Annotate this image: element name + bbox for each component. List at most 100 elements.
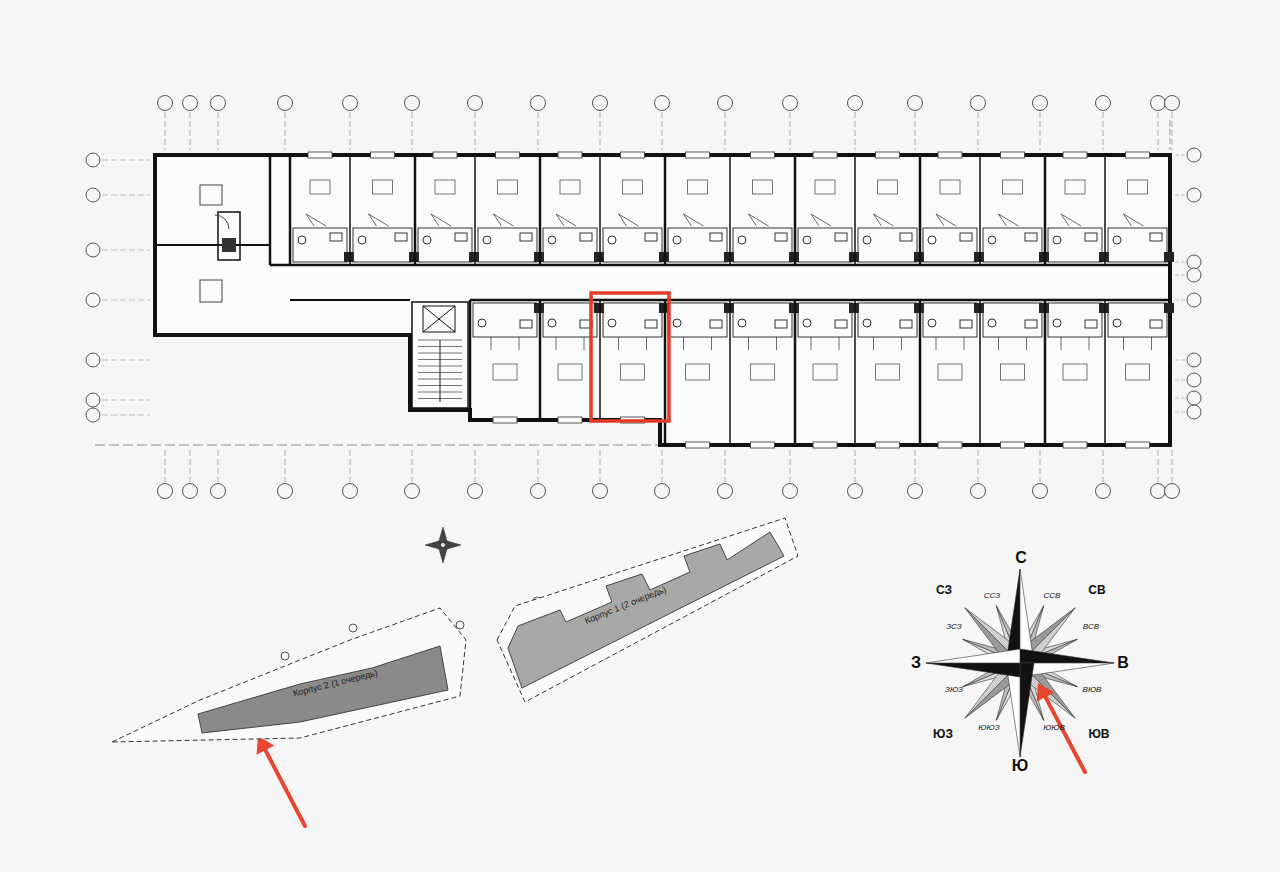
sink <box>710 320 722 328</box>
axis-bubble <box>1187 268 1201 282</box>
door-swing <box>999 214 1019 226</box>
axis-line <box>475 112 476 150</box>
axis-line <box>165 112 166 150</box>
partition <box>469 300 471 420</box>
partition <box>664 300 667 445</box>
axis-line <box>725 112 726 150</box>
axis-line <box>1175 412 1185 413</box>
bathroom <box>1108 228 1167 262</box>
axis-line <box>1158 450 1159 482</box>
sink <box>1085 233 1097 241</box>
axis-bubble <box>1096 96 1111 111</box>
compass-direction: В <box>1117 655 1129 671</box>
wc <box>988 236 996 244</box>
partition <box>539 155 542 265</box>
partition <box>469 300 472 420</box>
corridor-wall <box>470 299 1170 302</box>
axis-bubble <box>278 484 293 499</box>
axis-line <box>102 360 150 361</box>
axis-bubble <box>183 484 198 499</box>
bed <box>938 364 962 380</box>
bathroom <box>1048 228 1102 262</box>
wc <box>928 236 936 244</box>
partition <box>269 155 272 265</box>
axis-bubble <box>86 153 100 167</box>
partition <box>664 155 667 265</box>
door-swing <box>811 337 839 350</box>
lot-boundary <box>112 608 466 742</box>
axis-bubble <box>1187 353 1201 367</box>
axis-line <box>978 450 979 482</box>
wc <box>1113 236 1121 244</box>
axis-line <box>350 450 351 482</box>
compass-direction: СЗ <box>936 584 952 596</box>
outer-wall <box>155 155 1170 445</box>
sink <box>775 233 787 241</box>
wc <box>1053 236 1061 244</box>
lift-car <box>222 238 236 252</box>
bathroom <box>1108 303 1167 337</box>
axis-bubble <box>1033 484 1048 499</box>
window <box>496 152 520 158</box>
corridor-wall <box>270 264 1170 267</box>
door-swing <box>1124 214 1144 226</box>
pointer-arrow <box>1045 697 1085 772</box>
axis-bubble <box>86 188 100 202</box>
wc <box>1053 319 1061 327</box>
sink <box>330 233 342 241</box>
wc <box>1113 319 1121 327</box>
axis-bubble <box>1165 484 1180 499</box>
partition <box>539 300 542 420</box>
bed <box>688 180 708 194</box>
axis-bubble <box>158 484 173 499</box>
axis-bubble <box>718 96 733 111</box>
sink <box>1150 233 1162 241</box>
axis-line <box>662 112 663 150</box>
bathroom <box>798 303 852 337</box>
axis-bubble <box>1187 148 1201 162</box>
axis-bubble <box>158 96 173 111</box>
axis-bubble <box>783 96 798 111</box>
site-marker <box>349 624 357 632</box>
compass-direction: СВ <box>1088 584 1105 596</box>
axis-line <box>1175 155 1185 156</box>
bed <box>435 180 455 194</box>
axis-bubble <box>343 96 358 111</box>
axis-line <box>1040 450 1041 482</box>
bed <box>1003 180 1023 194</box>
bathroom <box>923 303 977 337</box>
sink <box>960 320 972 328</box>
axis-bubble <box>655 96 670 111</box>
axis-bubble <box>1187 373 1201 387</box>
partition <box>854 300 856 445</box>
window <box>751 442 775 448</box>
compass-direction: ЗСЗ <box>946 623 961 631</box>
cardinal-point <box>1006 663 1020 757</box>
window <box>558 417 582 423</box>
bathroom <box>668 228 727 262</box>
bed <box>813 364 837 380</box>
partition <box>729 155 731 265</box>
bed <box>1128 180 1148 194</box>
partition <box>1044 300 1047 445</box>
bathroom <box>293 228 347 262</box>
partition <box>474 155 476 265</box>
wc <box>738 236 746 244</box>
building-footprint <box>508 532 784 688</box>
cardinal-point <box>1020 569 1034 663</box>
sink <box>900 233 912 241</box>
window <box>686 152 710 158</box>
cardinal-point <box>926 663 1020 677</box>
axis-bubble <box>1187 255 1201 269</box>
wc <box>928 319 936 327</box>
axis-line <box>915 450 916 482</box>
axis-line <box>218 450 219 482</box>
partition <box>599 155 601 265</box>
bathroom <box>983 228 1042 262</box>
bed <box>493 364 517 380</box>
axis-bubble <box>1187 405 1201 419</box>
axis-bubble <box>655 484 670 499</box>
site-marker <box>456 621 464 629</box>
compass-direction: С <box>1015 550 1027 566</box>
